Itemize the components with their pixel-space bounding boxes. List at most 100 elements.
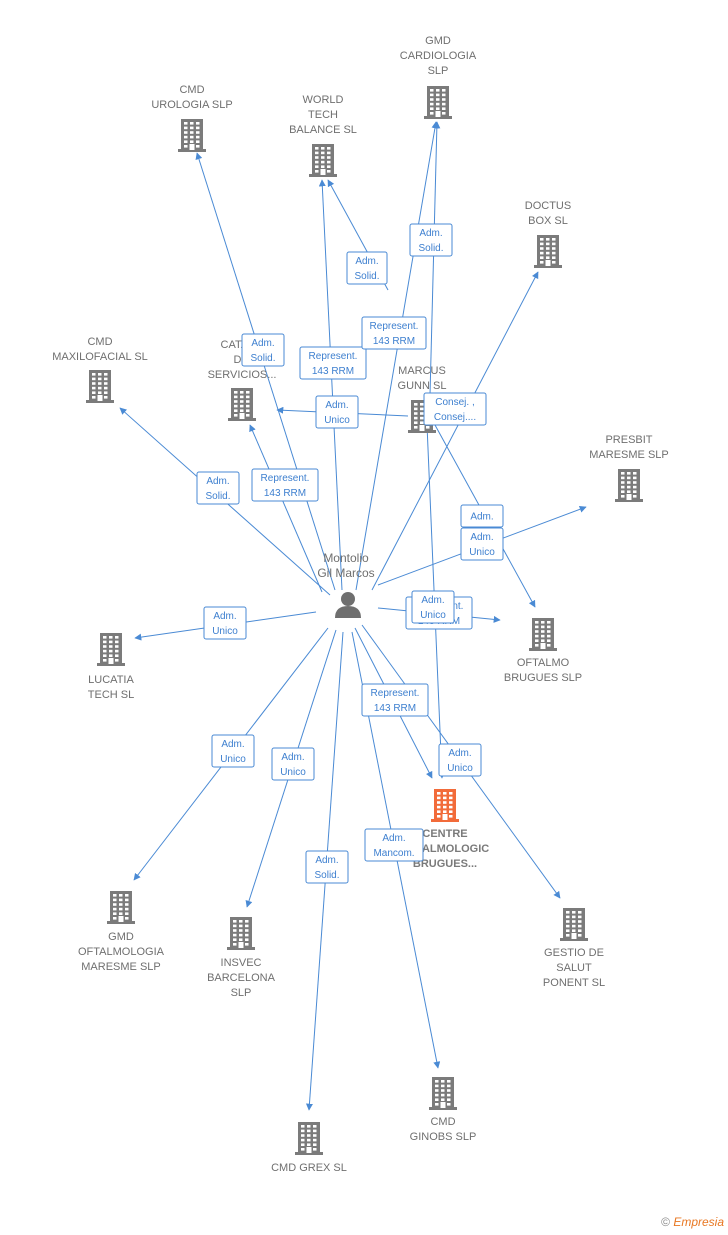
company-label: BRUGUES...	[413, 858, 477, 870]
company-label: BARCELONA	[207, 972, 276, 984]
edge-label-text: Adm.	[355, 256, 378, 267]
edge-label-text: Unico	[280, 767, 306, 778]
edge-label-text: Adm.	[213, 611, 236, 622]
edge-label-adm-unico[interactable]: Adm.Unico	[211, 734, 255, 768]
edge-label-text: Adm.	[470, 532, 493, 543]
edge-label-text: Unico	[447, 763, 473, 774]
edge-label-text: Adm.	[448, 748, 471, 759]
building-icon	[309, 144, 337, 177]
edge-label-adm-solid[interactable]: Adm.Solid.	[409, 223, 453, 257]
edge-label-adm-solid[interactable]: Adm.Solid.	[305, 850, 349, 884]
edge-label-text: Represent.	[261, 473, 310, 484]
edge-label-text: Solid.	[205, 491, 230, 502]
edge-label-text: Represent.	[371, 688, 420, 699]
company-node-cmd-grex[interactable]: CMD GREX SL	[271, 1122, 347, 1174]
edge-5	[371, 271, 539, 591]
company-label: TECH	[308, 109, 338, 121]
edge-label-represent[interactable]: Represent. 143 RRM	[251, 468, 319, 502]
edge-label-text: 143 RRM	[373, 336, 415, 347]
company-node-world-tech[interactable]: WORLD TECH BALANCE SL	[289, 94, 357, 177]
edge-label-adm-unico[interactable]: Adm. Unico	[271, 747, 315, 781]
person-label: Gil Marcos	[317, 566, 374, 580]
copyright-symbol: ©	[661, 1215, 670, 1229]
edge-label-text: Adm.	[221, 739, 244, 750]
company-label: MARESME SLP	[589, 449, 668, 461]
edge-label-adm-unico[interactable]: Adm.Unico	[203, 606, 247, 640]
person-icon	[335, 592, 361, 618]
building-icon	[529, 618, 557, 651]
company-label: CMD	[430, 1116, 455, 1128]
edge-label-adm-unico[interactable]: Adm.Unico	[411, 590, 455, 624]
company-node-gmd-oftalmologia[interactable]: GMD OFTALMOLOGIA MARESME SLP	[78, 891, 165, 973]
edge-label-adm-unico[interactable]: Adm.Unico	[315, 395, 359, 429]
edge-label-text: Solid.	[354, 271, 379, 282]
company-label: OFTALMOLOGIA	[78, 946, 165, 958]
company-label: LUCATIA	[88, 674, 134, 686]
person-label: Montolio	[323, 551, 369, 565]
building-icon	[107, 891, 135, 924]
company-label: WORLD	[303, 94, 344, 106]
edge-label-text: Mancom.	[373, 848, 414, 859]
footer: © Empresia	[661, 1215, 724, 1229]
building-icon	[560, 908, 588, 941]
company-label: GESTIO DE	[544, 947, 604, 959]
company-label: GMD	[108, 931, 134, 943]
company-node-cmd-ginobs[interactable]: CMD GINOBS SLP	[410, 1077, 477, 1143]
company-label: OFTALMO	[517, 657, 570, 669]
edge-label-text: Represent.	[370, 321, 419, 332]
edge-label-adm-solid[interactable]: Adm.Solid.	[241, 333, 285, 367]
edge-label-text: Adm.	[470, 512, 493, 523]
edge-label-text: Unico	[420, 610, 446, 621]
company-label: UROLOGIA SLP	[151, 99, 232, 111]
edge-label-consej[interactable]: Consej. ,Consej....	[423, 392, 487, 426]
edge-label-adm[interactable]: Adm.	[460, 504, 504, 528]
company-label: BALANCE SL	[289, 124, 357, 136]
edge-3	[355, 121, 439, 591]
company-label: CMD GREX SL	[271, 1162, 347, 1174]
edge-4	[429, 121, 441, 396]
edge-label-text: 143 RRM	[264, 488, 306, 499]
edge-label-adm-solid[interactable]: Adm.Solid.	[196, 471, 240, 505]
edge-label-represent[interactable]: Represent. 143 RRM	[361, 316, 427, 350]
company-label: MARESME SLP	[81, 961, 160, 973]
building-icon	[424, 86, 452, 119]
edge-label-represent[interactable]: Represent.143 RRM	[361, 683, 429, 717]
edge-label-text: Solid.	[250, 353, 275, 364]
edge-label-text: Adm.	[315, 855, 338, 866]
company-label: GMD	[425, 35, 451, 47]
building-icon	[228, 388, 256, 421]
edge-label-adm-unico[interactable]: Adm. Unico	[460, 527, 504, 561]
company-label: CMD	[87, 336, 112, 348]
edge-label-text: Adm.	[382, 833, 405, 844]
edge-label-adm-solid[interactable]: Adm. Solid.	[346, 251, 388, 285]
building-icon	[178, 119, 206, 152]
brand-logo[interactable]: Empresia	[673, 1215, 724, 1229]
edge-label-adm-unico[interactable]: Adm. Unico	[438, 743, 482, 777]
edge-label-text: Consej....	[434, 412, 476, 423]
edge-label-text: Adm.	[281, 752, 304, 763]
edge-label-represent[interactable]: Represent.143 RRM	[299, 346, 367, 380]
edge-label-text: Unico	[469, 547, 495, 558]
company-label: BOX SL	[528, 215, 568, 227]
building-icon	[86, 370, 114, 403]
edge-label-adm-mancom[interactable]: Adm. Mancom.	[364, 828, 424, 862]
building-icon	[431, 789, 459, 822]
edge-label-text: Unico	[324, 415, 350, 426]
building-icon	[295, 1122, 323, 1155]
company-label: GINOBS SLP	[410, 1131, 477, 1143]
edge-label-text: Represent.	[309, 351, 358, 362]
edge-label-text: Solid.	[418, 243, 443, 254]
company-label: SLP	[428, 65, 449, 77]
